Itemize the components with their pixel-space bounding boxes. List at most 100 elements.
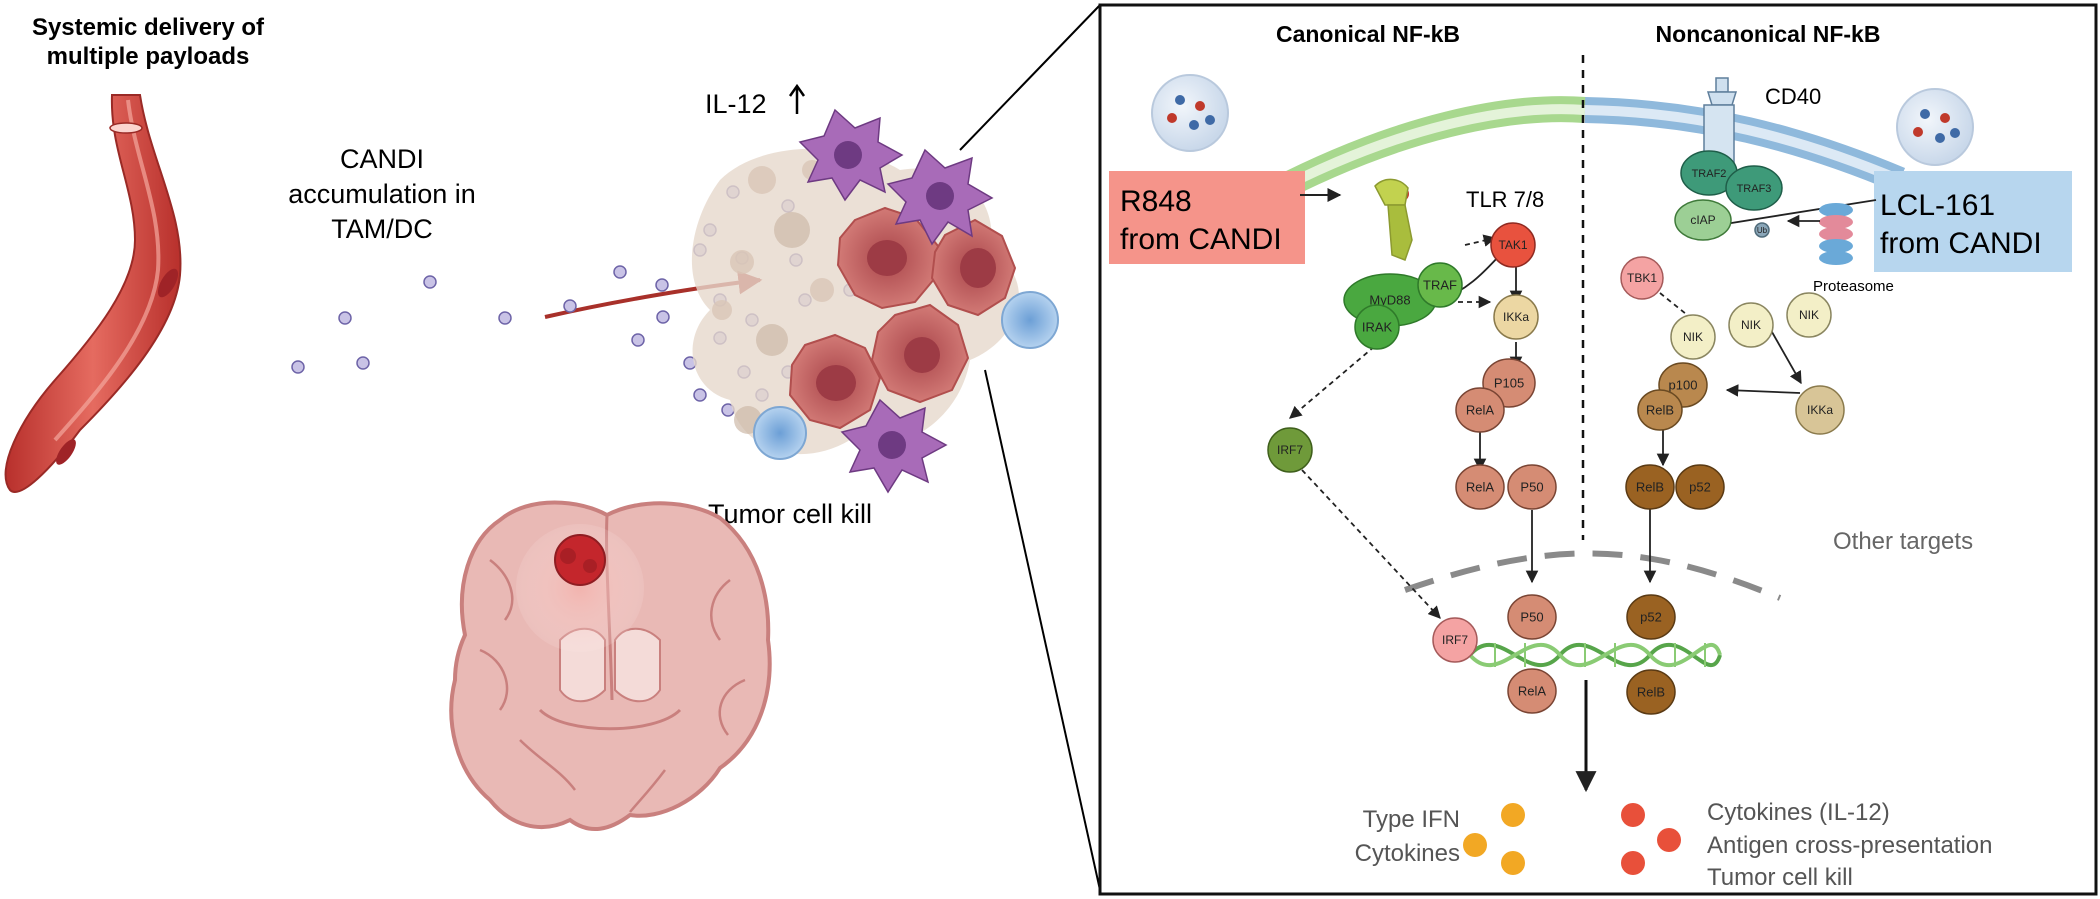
node-label: NIK [1741, 318, 1761, 332]
tumor-cell [930, 218, 1017, 317]
blood-vessel [4, 94, 182, 493]
lcl161-line1: LCL-161 [1880, 189, 1995, 222]
r848-line1: R848 [1120, 185, 1192, 218]
nanoparticle-dot [613, 265, 627, 279]
node-label: TAK1 [1498, 238, 1527, 252]
node-relb-2: RelB [1625, 464, 1675, 510]
output-left-line2: Cytokines [1355, 840, 1460, 867]
output-left-line1: Type IFN [1363, 806, 1460, 833]
node-label: TBK1 [1627, 271, 1657, 285]
brain-illustration [449, 500, 772, 832]
tlr-receptor [1374, 178, 1413, 261]
t-cell [1001, 291, 1059, 349]
output-right-line3: Tumor cell kill [1707, 864, 1853, 891]
canonical-title: Canonical NF-kB [1276, 21, 1460, 47]
cytokine-dot [1657, 828, 1681, 852]
zoom-line-bottom [984, 369, 1101, 891]
node-label: NIK [1683, 330, 1703, 344]
node-rela-2: RelA [1455, 464, 1505, 510]
node-tak1: TAK1 [1490, 222, 1536, 268]
nanoparticle [1896, 88, 1974, 166]
nanoparticle-dot [356, 356, 370, 370]
dendritic-cell [840, 398, 948, 494]
nanoparticle-dot [656, 310, 670, 324]
red-blood-cell [157, 268, 179, 298]
tumor-microenvironment [691, 108, 1059, 494]
dna-helix [1468, 642, 1722, 668]
t-cell [753, 406, 807, 460]
node-relb-3: RelB [1626, 669, 1676, 715]
nanoparticle-dot [631, 333, 645, 347]
cytokine-dot [1621, 803, 1645, 827]
noncanonical-title: Noncanonical NF-kB [1656, 21, 1881, 47]
node-traf: TRAF [1417, 262, 1463, 308]
tlr-label: TLR 7/8 [1466, 187, 1544, 212]
nuclear-envelope [1404, 550, 1782, 601]
nanoparticle-dot [498, 311, 512, 325]
node-traf3: TRAF3 [1725, 165, 1783, 211]
node-label: p100 [1669, 378, 1698, 393]
cd40-label: CD40 [1765, 84, 1821, 109]
nanoparticle-dot [655, 278, 669, 292]
type-ifn-dot [1501, 851, 1525, 875]
node-label: IRF7 [1442, 633, 1468, 647]
node-irf7-1: IRF7 [1267, 427, 1313, 473]
lcl161-box [1874, 171, 2072, 272]
node-ikka-can: IKKa [1493, 294, 1539, 340]
node-ciap: cIAP [1674, 199, 1732, 241]
node-label: Ub [1757, 226, 1768, 235]
node-rela-1: RelA [1455, 387, 1505, 433]
type-ifn-dot [1501, 803, 1525, 827]
r848-line2: from CANDI [1120, 223, 1282, 256]
node-label: RelB [1646, 403, 1674, 418]
node-p52-2: p52 [1626, 594, 1676, 640]
left-title-line2: multiple payloads [47, 43, 250, 70]
node-label: RelA [1518, 684, 1547, 699]
node-traf2: TRAF2 [1680, 150, 1738, 196]
node-label: TRAF [1423, 278, 1457, 293]
accumulation-line1: CANDI [340, 144, 424, 174]
node-label: P50 [1520, 480, 1543, 495]
nanoparticle-dot [338, 311, 352, 325]
tumor-cell [870, 303, 970, 404]
node-label: IRAK [1362, 320, 1393, 335]
node-label: p52 [1689, 480, 1711, 495]
node-nik-2: NIK [1728, 302, 1774, 348]
node-p50-2: P50 [1507, 594, 1557, 640]
node-label: RelA [1466, 403, 1495, 418]
node-label: RelB [1637, 685, 1665, 700]
output-right-line2: Antigen cross-presentation [1707, 832, 1993, 859]
node-label: RelB [1636, 480, 1664, 495]
nanoparticle-dot [693, 388, 707, 402]
node-irf7-2: IRF7 [1432, 617, 1478, 663]
left-title-line1: Systemic delivery of [32, 14, 265, 41]
node-label: TRAF3 [1737, 183, 1772, 195]
node-irak: IRAK [1354, 304, 1400, 350]
node-p50-1: P50 [1507, 464, 1557, 510]
accumulation-line3: TAM/DC [331, 214, 433, 244]
nanoparticle [1151, 74, 1229, 152]
node-tbk1: TBK1 [1620, 256, 1664, 300]
node-label: P105 [1494, 376, 1524, 391]
node-nik-1: NIK [1670, 314, 1716, 360]
r848-box [1109, 171, 1305, 264]
node-relb-1: RelB [1637, 389, 1683, 431]
dendritic-cell [798, 108, 904, 202]
node-label: cIAP [1690, 213, 1715, 227]
node-rela-3: RelA [1507, 668, 1557, 714]
node-label: MyD88 [1369, 293, 1410, 308]
accumulation-line2: accumulation in [288, 179, 476, 209]
tumor-cell-kill-label: Tumor cell kill [708, 499, 872, 529]
zoom-line-top [959, 4, 1101, 151]
other-targets-label: Other targets [1833, 528, 1973, 555]
node-label: NIK [1799, 308, 1819, 322]
node-label: IRF7 [1277, 443, 1303, 457]
node-label: P50 [1520, 610, 1543, 625]
node-label: RelA [1466, 480, 1495, 495]
output-right-line1: Cytokines (IL-12) [1707, 799, 1890, 826]
dendritic-cell [886, 148, 994, 246]
type-ifn-dot [1463, 833, 1487, 857]
lcl161-line2: from CANDI [1880, 227, 2042, 260]
node-ub: Ub [1754, 222, 1770, 238]
